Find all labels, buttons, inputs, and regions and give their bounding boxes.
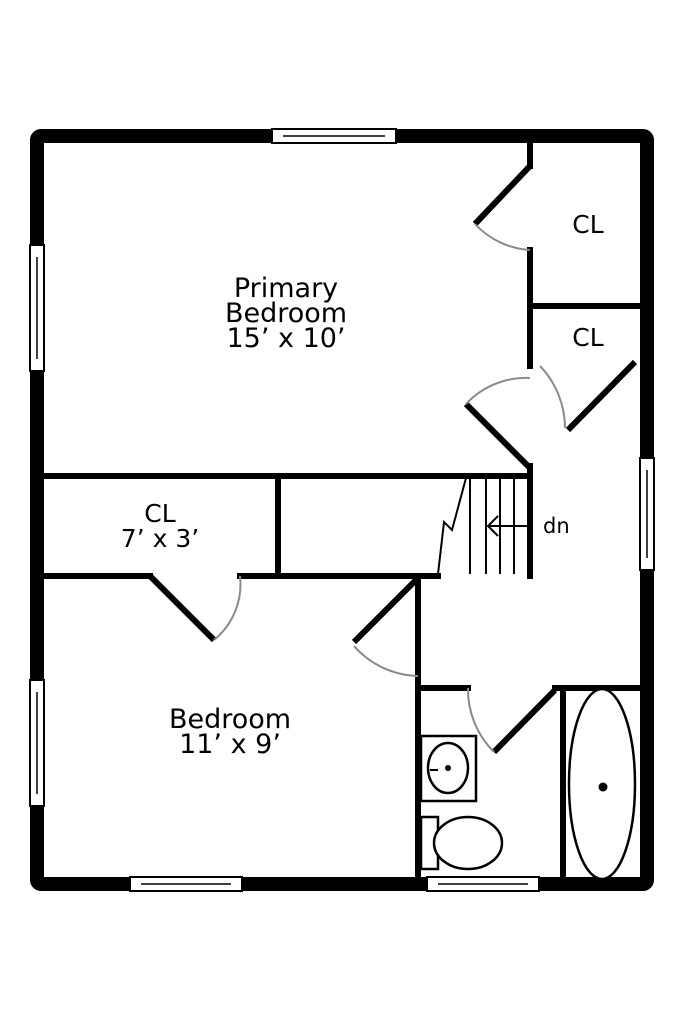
bedroom-name: Bedroom	[169, 704, 291, 735]
toilet	[419, 815, 504, 871]
hall-closet-dimensions: 7’ x 3’	[121, 524, 199, 553]
sink	[419, 734, 478, 803]
door-hall-closet	[147, 573, 242, 643]
bedroom-dimensions: 11’ x 9’	[179, 729, 281, 760]
window-top	[271, 128, 397, 144]
primary-bedroom-dimensions: 15’ x 10’	[226, 323, 345, 354]
door-closet-top	[472, 163, 533, 251]
exterior-wall	[30, 129, 654, 891]
door-bathroom	[466, 687, 558, 755]
primary-bedroom-name-line1: Primary	[234, 273, 338, 304]
window-left-lower	[29, 679, 45, 807]
door-bedroom	[351, 575, 421, 677]
closet-mid-label: CL	[572, 323, 603, 352]
window-bottom-right	[426, 876, 540, 892]
closet-top-label: CL	[572, 210, 603, 239]
interior-walls	[41, 140, 643, 883]
primary-bedroom-name-line2: Bedroom	[225, 298, 347, 329]
hall-closet-name: CL	[144, 499, 175, 528]
door-closet-mid	[539, 359, 638, 433]
window-left-upper	[29, 244, 45, 372]
stairs-down-label: dn	[543, 514, 570, 538]
window-right	[639, 457, 655, 571]
door-primary-bedroom	[463, 376, 533, 471]
window-bottom-left	[129, 876, 243, 892]
bathtub	[567, 687, 637, 881]
staircase	[437, 477, 528, 575]
